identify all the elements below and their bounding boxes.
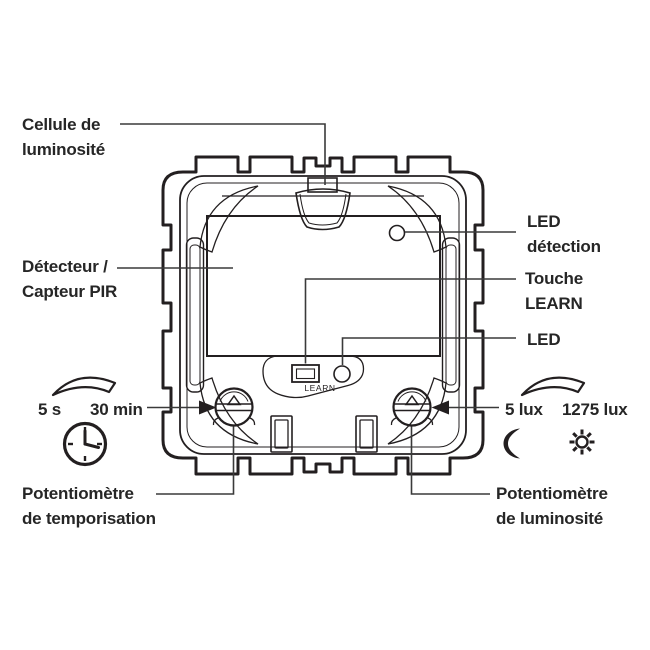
led-circle (333, 365, 351, 383)
label-detecteur-pir: Détecteur / Capteur PIR (22, 254, 117, 304)
label-lux-min: 5 lux (505, 400, 543, 419)
side-slot-left (185, 237, 205, 393)
inner-frame-ridge (186, 182, 460, 448)
label-line: LED (527, 330, 561, 349)
sun-icon (569, 429, 595, 455)
corner-wedge-bl (199, 377, 259, 445)
label-line: luminosité (22, 140, 106, 159)
led-detection-circle (388, 224, 406, 242)
leader-pot-timer (156, 426, 235, 495)
label-line: détection (527, 237, 601, 256)
label-line: LED (527, 212, 561, 231)
label-led-detection: LED détection (527, 209, 601, 259)
luminosity-cell-dome-inner (299, 193, 347, 226)
rotation-arc-icon-right (520, 376, 586, 397)
label-touche-learn: Touche LEARN (525, 266, 583, 316)
arrow-right-icon (199, 400, 217, 415)
label-line: Touche (525, 269, 583, 288)
leader-pot-lux (410, 426, 490, 495)
leader-cellule (120, 123, 326, 185)
label-line: de luminosité (496, 509, 603, 528)
corner-wedge-br (387, 377, 447, 445)
label-line: Détecteur / (22, 257, 108, 276)
label-line: de temporisation (22, 509, 156, 528)
learn-device-text: LEARN (304, 383, 336, 393)
potentiometer-timer (212, 387, 256, 427)
arrow-left-icon (431, 400, 449, 415)
pir-window (206, 215, 441, 357)
label-line: LEARN (525, 294, 583, 313)
label-timer-max: 30 min (90, 400, 143, 419)
fixing-hole-right (355, 415, 378, 453)
clock-icon (62, 421, 108, 467)
leader-led (341, 337, 516, 365)
label-line: Capteur PIR (22, 282, 118, 301)
inner-frame (179, 175, 467, 455)
label-timer-min: 5 s (38, 400, 62, 419)
leader-touche-learn (304, 278, 516, 364)
side-slot-right (441, 237, 461, 393)
device-outline (161, 155, 485, 476)
label-cellule-luminosite: Cellule de luminosité (22, 112, 105, 162)
fixing-hole-left (270, 415, 293, 453)
label-potentiometre-luminosite: Potentiomètre de luminosité (496, 481, 608, 531)
luminosity-cell-dome (295, 188, 351, 231)
label-led: LED (527, 327, 561, 352)
label-line: Cellule de (22, 115, 101, 134)
rotation-arc-icon-left (51, 376, 117, 397)
potentiometer-lux (390, 387, 434, 427)
learn-recess (262, 355, 365, 399)
label-lux-max: 1275 lux (562, 400, 628, 419)
learn-button-rect (291, 364, 320, 383)
label-line: Potentiomètre (22, 484, 134, 503)
label-potentiometre-temporisation: Potentiomètre de temporisation (22, 481, 156, 531)
label-line: Potentiomètre (496, 484, 608, 503)
moon-icon (503, 428, 520, 459)
luminosity-cell (307, 177, 338, 193)
